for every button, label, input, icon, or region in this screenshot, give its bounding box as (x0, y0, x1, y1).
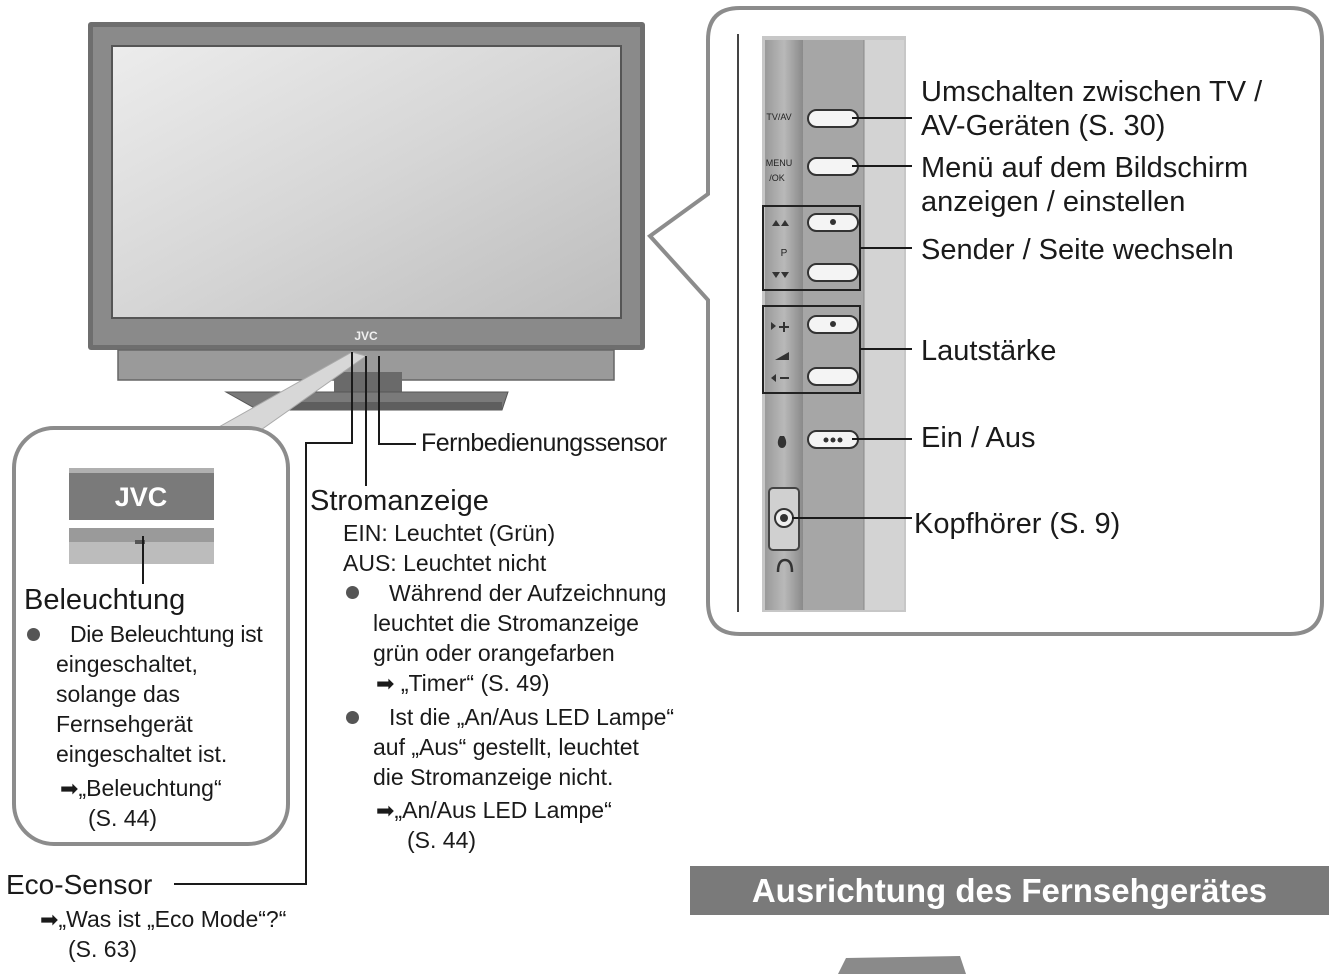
panel-tvav-text: TV/AV (766, 112, 791, 122)
eco-ref-page: (S. 63) (68, 936, 138, 962)
eco-ref: ➡„Was ist „Eco Mode“?“ (40, 908, 286, 931)
led-lampe-ref-link[interactable]: „An/Aus LED Lampe“ (394, 797, 612, 823)
logo-zoom (69, 468, 214, 564)
label-volume: Lautstärke (921, 335, 1057, 367)
volume-down-button[interactable] (807, 367, 859, 386)
beleuchtung-l1: Die Beleuchtung ist (70, 621, 263, 647)
beleuchtung-ref-link[interactable]: „Beleuchtung“ (78, 775, 222, 801)
arrow-right-icon: ➡ (376, 798, 395, 823)
label-menu-line2: anzeigen / einstellen (921, 186, 1186, 218)
tvav-button[interactable] (807, 109, 859, 128)
arrow-right-icon: ➡ (60, 776, 79, 801)
beleuchtung-l5: eingeschaltet ist. (56, 741, 228, 767)
label-tvav-line2: AV-Geräten (S. 30) (921, 110, 1166, 142)
beleuchtung-bullet (27, 628, 40, 641)
eco-title: Eco-Sensor (6, 869, 153, 900)
label-remote-sensor: Fernbedienungssensor (421, 429, 667, 457)
stromanzeige-b2-l1: Ist die „An/Aus LED Lampe“ (389, 704, 675, 730)
panel-menu-text: MENU (766, 158, 793, 168)
stromanzeige-b1-l1: Während der Aufzeichnung (389, 580, 667, 606)
beleuchtung-ref: ➡„Beleuchtung“ (60, 777, 222, 800)
tv-logo: JVC (354, 329, 378, 343)
panel-glyphs (771, 220, 789, 448)
label-power: Ein / Aus (921, 422, 1036, 454)
label-tvav-line1: Umschalten zwischen TV / (921, 76, 1263, 108)
eco-mode-ref-link[interactable]: „Was ist „Eco Mode“?“ (58, 906, 287, 932)
label-channel: Sender / Seite wechseln (921, 234, 1234, 266)
panel-leader-lines (792, 117, 912, 519)
label-headphones: Kopfhörer (S. 9) (914, 508, 1121, 540)
stromanzeige-bullet-2 (346, 711, 359, 724)
tv-screen (111, 45, 622, 319)
stromanzeige-b2-ref: ➡„An/Aus LED Lampe“ (376, 799, 612, 822)
tv-leader-lines (174, 352, 416, 885)
tv-body (88, 22, 645, 411)
label-menu-line1: Menü auf dem Bildschirm (921, 152, 1249, 184)
stromanzeige-b1-l3: grün oder orangefarben (373, 640, 615, 666)
stromanzeige-b1-ref: ➡ „Timer“ (S. 49) (376, 672, 549, 695)
timer-ref-link[interactable]: „Timer“ (S. 49) (400, 670, 550, 696)
panel-p-text: P (781, 248, 788, 259)
panel-ok-text: /OK (769, 173, 785, 183)
logo-zoom-text: JVC (115, 482, 168, 512)
stromanzeige-b1-l2: leuchtet die Stromanzeige (373, 610, 639, 636)
beleuchtung-l4: Fernsehgerät (56, 711, 193, 737)
beleuchtung-l3: solange das (56, 681, 181, 707)
beleuchtung-ref-page: (S. 44) (88, 805, 158, 831)
section-heading: Ausrichtung des Fernsehgerätes (690, 866, 1329, 915)
arrow-right-icon: ➡ (376, 671, 395, 696)
tv-orientation-illustration (838, 956, 966, 974)
stromanzeige-b2-ref-page: (S. 44) (407, 827, 477, 853)
headphone-icon (776, 558, 794, 573)
beleuchtung-l2: eingeschaltet, (56, 651, 198, 677)
stromanzeige-b2-l3: die Stromanzeige nicht. (373, 764, 614, 790)
menu-ok-button[interactable] (807, 157, 859, 176)
arrow-right-icon: ➡ (40, 907, 59, 932)
beleuchtung-title: Beleuchtung (24, 584, 186, 616)
stromanzeige-b2-l2: auf „Aus“ gestellt, leuchtet (373, 734, 639, 760)
stromanzeige-bullet-1 (346, 586, 359, 599)
stromanzeige-on: EIN: Leuchtet (Grün) (343, 520, 556, 546)
section-heading-text: Ausrichtung des Fernsehgerätes (751, 871, 1268, 909)
stromanzeige-title: Stromanzeige (310, 485, 489, 517)
stromanzeige-off: AUS: Leuchtet nicht (343, 550, 547, 576)
channel-down-button[interactable] (807, 263, 859, 282)
